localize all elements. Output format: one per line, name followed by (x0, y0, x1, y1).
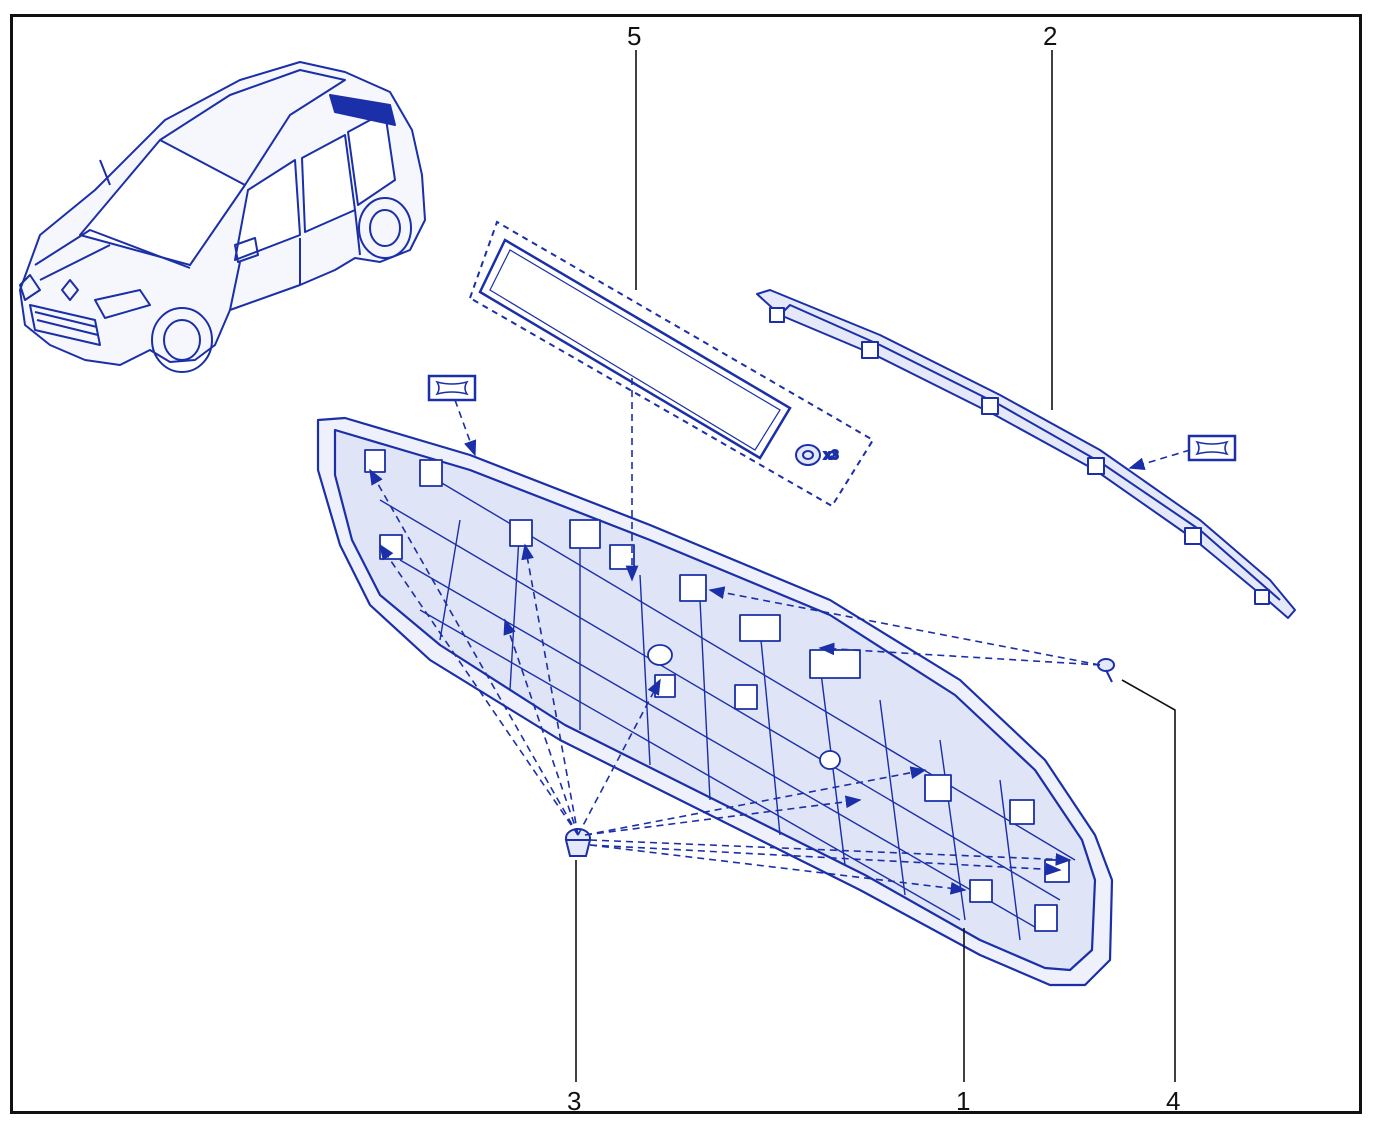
callout-5: 5 (627, 21, 641, 51)
callout-labels: 5 2 3 1 4 (567, 21, 1180, 1116)
callout-1: 1 (956, 1086, 970, 1116)
part-4-screw (1097, 658, 1115, 683)
callout-2: 2 (1043, 21, 1057, 51)
callout-4: 4 (1166, 1086, 1180, 1116)
adhesive-marker-icon (1187, 434, 1237, 462)
part-2-upper-trim-strip (756, 289, 1296, 619)
part-1-tailgate-trim-panel (316, 416, 1114, 987)
part-5-rear-window-seal: x3 (468, 220, 875, 508)
car-illustration (19, 61, 426, 373)
quantity-note: x3 (824, 447, 838, 462)
adhesive-marker-icon (427, 374, 477, 402)
assembly-arrows (369, 378, 1191, 895)
callout-3: 3 (567, 1086, 581, 1116)
part-3-clip (564, 828, 592, 857)
adhesive-markers (427, 374, 1237, 462)
diagram-frame (10, 14, 1362, 1114)
callout-leaders (575, 50, 1176, 1082)
